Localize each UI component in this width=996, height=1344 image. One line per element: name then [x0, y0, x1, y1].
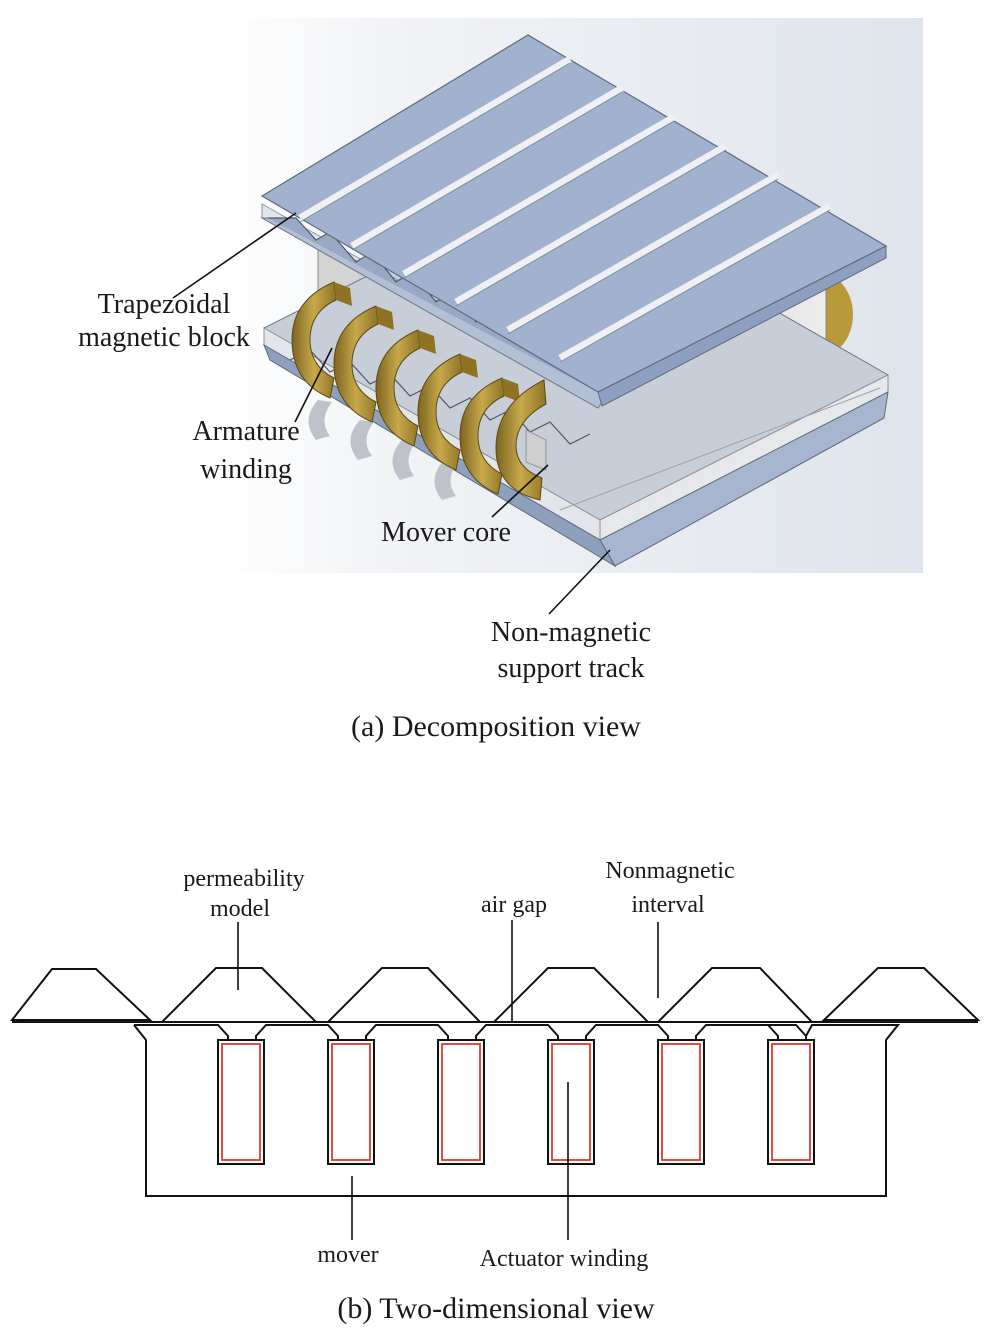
armature-windings: [291, 281, 547, 501]
armature-coil: [459, 377, 520, 495]
caption-a: (a) Decomposition view: [351, 710, 641, 743]
top-plate-ribs: [298, 55, 832, 362]
label-actuator-winding: Actuator winding: [480, 1246, 649, 1272]
winding-slot: [547, 1039, 595, 1165]
slots: [217, 1039, 815, 1165]
label-nonmagnetic-line2: interval: [631, 892, 705, 918]
coil: [441, 1043, 481, 1161]
armature-coil: [375, 329, 436, 447]
leader-support-track: [548, 549, 611, 615]
winding-slot: [437, 1039, 485, 1165]
label-support-line2: support track: [498, 653, 645, 684]
label-mover-core: Mover core: [381, 517, 511, 548]
two-dimensional-view: permeability model air gap Nonmagnetic i…: [9, 858, 981, 1325]
coil: [661, 1043, 701, 1161]
winding-slot: [327, 1039, 375, 1165]
winding-slot: [217, 1039, 265, 1165]
coil: [771, 1043, 811, 1161]
winding-slot: [767, 1039, 815, 1165]
armature-coil: [417, 353, 478, 471]
caption-b: (b) Two-dimensional view: [337, 1292, 655, 1325]
trapezoid-block: [491, 967, 651, 1023]
coil: [331, 1043, 371, 1161]
armature-coil: [333, 305, 394, 423]
end-winding: [826, 270, 853, 355]
decomposition-view: Trapezoidal magnetic block Armature wind…: [78, 18, 923, 743]
label-support-line1: Non-magnetic: [491, 617, 651, 648]
armature-coil: [291, 281, 352, 399]
label-armature-line2: winding: [200, 454, 292, 485]
label-mover: mover: [317, 1242, 378, 1268]
mover-outline: [133, 1024, 901, 1197]
label-nonmagnetic-line1: Nonmagnetic: [605, 858, 734, 884]
label-armature-line1: Armature: [192, 416, 299, 447]
trapezoid-block: [655, 967, 815, 1023]
winding-shadows: [308, 400, 458, 500]
trapezoidal-blocks: [9, 967, 981, 1023]
armature-coil: [495, 379, 547, 501]
trapezoid-block: [9, 968, 153, 1021]
label-trapezoidal-line1: Trapezoidal: [98, 289, 231, 320]
trapezoid-block: [159, 967, 319, 1023]
coil: [551, 1043, 591, 1161]
label-permeability-line1: permeability: [183, 866, 304, 892]
label-trapezoidal-line2: magnetic block: [78, 322, 250, 353]
label-permeability-line2: model: [210, 896, 270, 922]
coil: [221, 1043, 261, 1161]
leader-armature: [294, 347, 333, 423]
leader-trapezoidal: [172, 212, 297, 299]
top-magnetic-plate: [260, 34, 888, 409]
label-air-gap: air gap: [481, 892, 547, 918]
trapezoid-block: [325, 967, 483, 1023]
winding-slot: [657, 1039, 705, 1165]
trapezoid-block: [821, 967, 981, 1021]
leader-mover-core: [491, 464, 549, 518]
